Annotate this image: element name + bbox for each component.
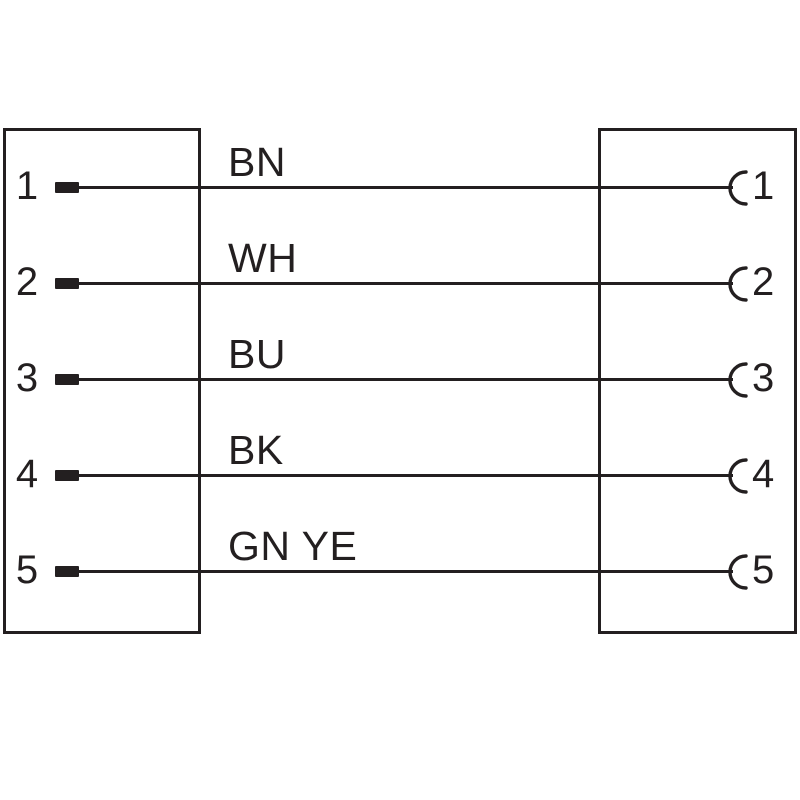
wire-color-code-label: WH [228,235,298,281]
male-pin-blade-icon [55,182,79,193]
female-socket-contact-icon [728,554,748,590]
left-connector-housing [3,128,201,634]
left-pin-number: 1 [15,164,39,208]
female-socket-contact-icon [728,362,748,398]
left-pin-number: 3 [15,356,39,400]
right-pin-number: 2 [752,260,775,304]
wire-row: 1 BN 1 [0,139,800,238]
conductor-line [74,282,733,285]
left-pin-number: 4 [15,452,39,496]
wire-color-code-label: GN YE [228,523,358,569]
wire-row: 5 GN YE 5 [0,523,800,622]
wire-row: 4 BK 4 [0,427,800,526]
conductor-line [74,378,733,381]
right-pin-number: 1 [752,164,775,208]
right-pin-number: 3 [752,356,775,400]
conductor-line [74,186,733,189]
right-connector-housing [598,128,797,634]
male-pin-blade-icon [55,566,79,577]
right-pin-number: 5 [752,548,775,592]
male-pin-blade-icon [55,374,79,385]
wire-row: 3 BU 3 [0,331,800,430]
female-socket-contact-icon [728,266,748,302]
wire-row: 2 WH 2 [0,235,800,334]
conductor-line [74,570,733,573]
conductor-line [74,474,733,477]
left-pin-number: 2 [15,260,39,304]
wire-color-code-label: BN [228,139,286,185]
female-socket-contact-icon [728,170,748,206]
wire-color-code-label: BK [228,427,284,473]
right-pin-number: 4 [752,452,775,496]
wire-color-code-label: BU [228,331,286,377]
male-pin-blade-icon [55,278,79,289]
left-pin-number: 5 [15,548,39,592]
male-pin-blade-icon [55,470,79,481]
female-socket-contact-icon [728,458,748,494]
